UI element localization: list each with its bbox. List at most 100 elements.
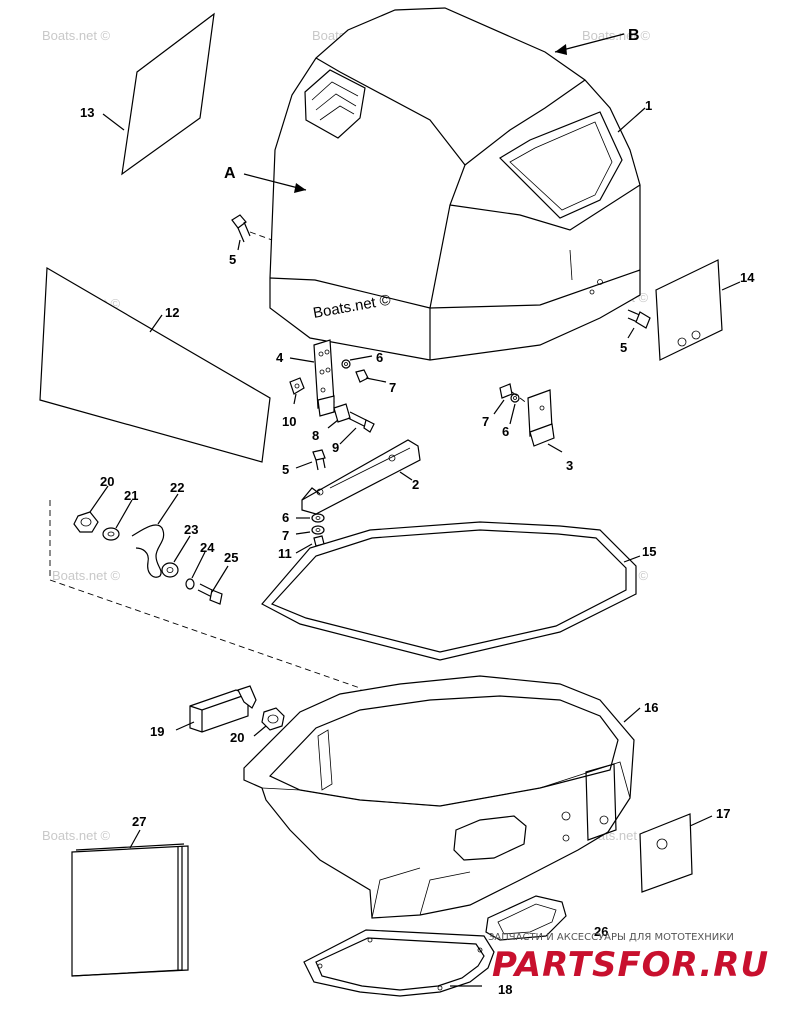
part-6-washer-upper[interactable] <box>341 359 351 369</box>
brand-name: PARTSFOR.RU <box>492 945 769 985</box>
part-14-decal[interactable] <box>655 259 723 361</box>
callout-4: 4 <box>276 350 284 365</box>
leader-3 <box>547 443 563 453</box>
leader-8 <box>327 419 339 429</box>
part-7-washer-lower[interactable] <box>311 525 325 535</box>
leader-13 <box>102 113 125 131</box>
callout-18: 18 <box>498 982 512 997</box>
part-8-bushing[interactable] <box>333 403 351 423</box>
leader-21 <box>115 499 133 529</box>
part-23-washer[interactable] <box>161 562 179 578</box>
leader-9 <box>339 427 357 445</box>
callout-14: 14 <box>740 270 755 285</box>
part-7-nut-right[interactable] <box>499 383 513 399</box>
part-18-gasket[interactable] <box>303 929 495 997</box>
leader-22 <box>157 493 179 525</box>
part-2-latch[interactable] <box>301 439 421 515</box>
part-6-washer-right[interactable] <box>510 393 520 403</box>
callout-6c: 6 <box>282 510 289 525</box>
part-17-decal[interactable] <box>639 813 693 893</box>
leader-23 <box>173 535 191 563</box>
callout-22: 22 <box>170 480 184 495</box>
view-arrow-b <box>554 33 625 53</box>
part-5-screw-right[interactable] <box>627 309 651 329</box>
leader-7c <box>295 531 311 535</box>
assembly-line <box>511 391 529 405</box>
callout-5c: 5 <box>282 462 289 477</box>
leader-11 <box>295 543 313 554</box>
part-3-bracket[interactable] <box>527 389 555 447</box>
callout-3: 3 <box>566 458 573 473</box>
leader-14 <box>721 281 741 291</box>
assembly-line <box>249 231 273 241</box>
callout-9: 9 <box>332 440 339 455</box>
part-22-spring[interactable] <box>131 524 165 578</box>
callout-13: 13 <box>80 105 94 120</box>
arrow-head-a <box>294 183 306 193</box>
view-label-b: B <box>628 27 640 44</box>
leader-20a <box>89 485 109 513</box>
part-19-latch[interactable] <box>189 685 257 733</box>
part-5-screw-middle[interactable] <box>312 449 326 471</box>
callout-1: 1 <box>645 98 652 113</box>
callout-15: 15 <box>642 544 656 559</box>
callout-21: 21 <box>124 488 138 503</box>
part-5-screw-upper-left[interactable] <box>231 214 251 243</box>
part-26-grommet[interactable] <box>485 895 567 941</box>
leader-10 <box>293 393 297 405</box>
part-4-bracket[interactable] <box>313 339 335 417</box>
part-20-bushing-lower[interactable] <box>261 707 285 731</box>
part-1-top-cowl[interactable] <box>269 7 641 361</box>
callout-7a: 7 <box>389 380 396 395</box>
callout-17: 17 <box>716 806 730 821</box>
callout-11: 11 <box>278 546 292 561</box>
leader-24 <box>191 551 206 579</box>
part-20-bushing-upper[interactable] <box>73 511 99 533</box>
leader-5c <box>295 461 313 469</box>
brand-watermark: ЗАПЧАСТИ И АКСЕССУАРЫ ДЛЯ МОТОТЕХНИКИ PA… <box>488 932 769 985</box>
leader-16 <box>623 707 641 723</box>
part-25-bolt[interactable] <box>197 583 223 605</box>
leader-19 <box>175 721 195 731</box>
callout-7b: 7 <box>482 414 489 429</box>
callout-12: 12 <box>165 305 179 320</box>
leader-6a <box>349 355 373 361</box>
part-12-decal[interactable] <box>39 266 271 463</box>
brand-tagline: ЗАПЧАСТИ И АКСЕССУАРЫ ДЛЯ МОТОТЕХНИКИ <box>488 932 734 943</box>
leader-12 <box>149 314 163 333</box>
callout-20b: 20 <box>230 730 244 745</box>
leader-27 <box>129 829 141 849</box>
leader-15 <box>623 555 641 563</box>
leader-4 <box>289 357 315 363</box>
leader-5b <box>627 327 635 339</box>
leader-6b <box>509 403 516 425</box>
callout-20a: 20 <box>100 474 114 489</box>
part-24-washer[interactable] <box>185 578 195 590</box>
part-27-manual[interactable] <box>71 843 189 977</box>
callout-24: 24 <box>200 540 215 555</box>
callout-26: 26 <box>594 924 608 939</box>
part-6-washer-lower[interactable] <box>311 513 325 523</box>
part-21-washer[interactable] <box>102 527 120 541</box>
callout-25: 25 <box>224 550 238 565</box>
callout-6a: 6 <box>376 350 383 365</box>
watermark-faint: Boats.net © <box>42 28 111 43</box>
leader-17 <box>689 815 713 827</box>
part-15-seal[interactable] <box>261 521 637 661</box>
arrow-head-b <box>555 44 567 55</box>
part-13-decal[interactable] <box>121 12 215 176</box>
watermark-faint: Boats.net © <box>52 568 121 583</box>
callout-19: 19 <box>150 724 164 739</box>
callout-2: 2 <box>412 477 419 492</box>
leader-7a <box>365 377 387 383</box>
callout-27: 27 <box>132 814 146 829</box>
part-16-bottom-cowl[interactable] <box>243 675 635 919</box>
part-7-nut-upper[interactable] <box>355 369 369 383</box>
callout-23: 23 <box>184 522 198 537</box>
leader-25 <box>211 565 229 593</box>
part-9-bolt[interactable] <box>347 411 375 433</box>
part-10-nut[interactable] <box>289 377 305 395</box>
callout-16: 16 <box>644 700 658 715</box>
